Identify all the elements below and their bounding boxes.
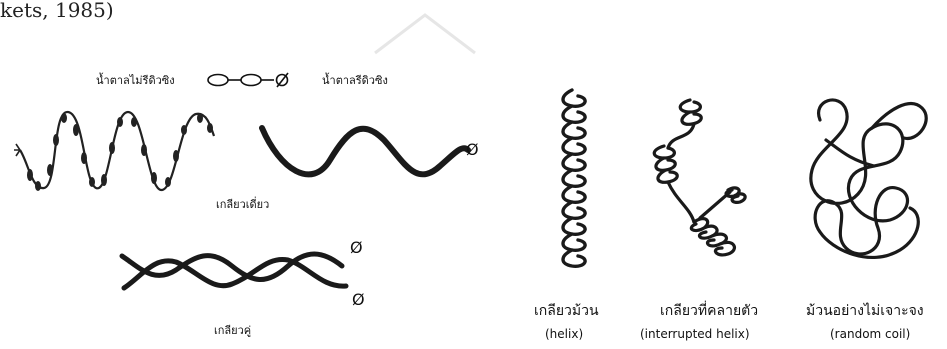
random-coil-label-thai: ม้วนอย่างไม่เจาะจง xyxy=(806,300,924,322)
reducing-end-symbol: Ø xyxy=(352,290,365,309)
legend-chain-icon xyxy=(208,73,288,87)
legend-label-nonreducing-sugar: น้ำตาลไม่รีดิวซิง xyxy=(96,71,175,89)
legend-label-reducing-sugar: น้ำตาลรีดิวซิง xyxy=(322,71,388,89)
helix-label-english: (helix) xyxy=(545,327,583,341)
random-coil-label-english: (random coil) xyxy=(830,327,910,341)
random-coil-strand xyxy=(811,100,926,257)
interrupted-helix-label-thai: เกลียวที่คลายตัว xyxy=(660,300,758,322)
double-helix-label: เกลียวคู่ xyxy=(214,321,251,339)
chain-start-hook xyxy=(14,144,20,156)
interrupted-helix-coil xyxy=(654,100,745,255)
interrupted-helix-label-english: (interrupted helix) xyxy=(640,327,750,341)
ribbon-single-helix xyxy=(262,128,468,174)
helix-coil xyxy=(563,90,585,266)
beaded-single-helix-chain xyxy=(20,112,214,190)
chevron-up-icon xyxy=(375,15,475,53)
double-helix-strands xyxy=(122,254,346,288)
helix-label-thai: เกลียวม้วน xyxy=(534,300,599,322)
reducing-end-symbol: Ø xyxy=(466,140,479,159)
single-helix-label: เกลียวเดี่ยว xyxy=(216,195,269,213)
reducing-end-symbol: Ø xyxy=(350,238,363,257)
